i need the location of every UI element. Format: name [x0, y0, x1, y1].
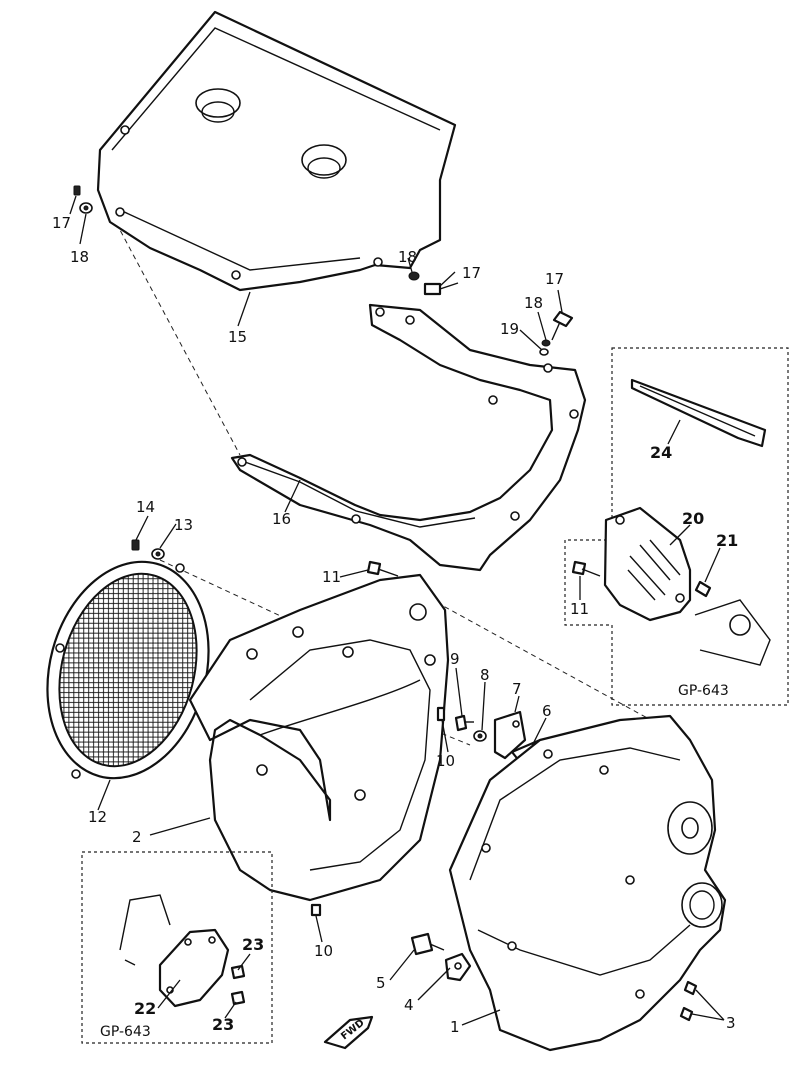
callout-17-mid: 17 [462, 264, 481, 282]
callout-8: 8 [480, 666, 490, 684]
callout-19: 19 [500, 320, 519, 338]
callout-5: 5 [376, 974, 386, 992]
callout-18-right: 18 [524, 294, 543, 312]
callout-labels: 17 18 15 18 17 17 18 19 16 24 20 21 11 G… [52, 214, 738, 1040]
callout-18-left: 18 [70, 248, 89, 266]
part-11-screw-right [571, 560, 601, 577]
washer-18-left [79, 202, 93, 214]
pin-10-lower [310, 903, 322, 917]
screw-17-right [551, 310, 574, 341]
callout-14: 14 [136, 498, 155, 516]
callout-18-mid: 18 [398, 248, 417, 266]
callout-11-right: 11 [570, 600, 589, 618]
callout-23-upper: 23 [242, 935, 264, 954]
washer-18-right [541, 339, 551, 347]
callout-10-lower: 10 [314, 942, 333, 960]
part-21-screw [694, 580, 712, 598]
callout-6: 6 [542, 702, 552, 720]
callout-20: 20 [682, 509, 704, 528]
callout-11-left: 11 [322, 568, 341, 586]
part-1-crankcase-cover [448, 714, 727, 1052]
screw-17-mid [423, 282, 459, 296]
callout-1: 1 [450, 1018, 460, 1036]
callout-16: 16 [272, 510, 291, 528]
pins-3 [679, 980, 698, 1022]
variant-box-left [81, 851, 273, 1044]
callout-7: 7 [512, 680, 522, 698]
part-12-mesh-screen [46, 560, 210, 780]
part-15-upper-shroud [96, 10, 457, 292]
part-22-cover-plate [119, 894, 230, 1008]
callout-21: 21 [716, 531, 738, 550]
variant-label-left: GP-643 [100, 1024, 151, 1040]
screw-23-lower [230, 990, 246, 1006]
washer-8 [473, 730, 487, 742]
screw-11-left [366, 560, 399, 577]
screw-14 [131, 539, 140, 551]
part-24-strip [630, 378, 767, 448]
bracket-7 [493, 710, 527, 760]
variant-box-right [564, 347, 789, 706]
callout-22: 22 [134, 999, 156, 1018]
part-20-guard [603, 506, 692, 622]
leader-lines [69, 195, 725, 1026]
pin-10-upper [436, 706, 446, 722]
callout-23-lower: 23 [212, 1015, 234, 1034]
variant-label-right: GP-643 [678, 683, 729, 699]
screw-17-left [73, 185, 81, 196]
bolt-9 [454, 714, 474, 732]
washer-18-mid [408, 271, 420, 281]
part-2-fan-shroud [188, 573, 450, 902]
callout-24: 24 [650, 443, 672, 462]
callout-15: 15 [228, 328, 247, 346]
callout-12: 12 [88, 808, 107, 826]
washer-13 [151, 548, 165, 560]
callout-3: 3 [726, 1014, 736, 1032]
callout-9: 9 [450, 650, 460, 668]
nut-19 [539, 348, 549, 356]
callout-2: 2 [132, 828, 142, 846]
part-16-lower-shroud [230, 303, 587, 572]
cover-fragment-right [694, 599, 771, 666]
bolt-5 [410, 932, 445, 956]
forward-direction-marker: FWD [323, 1015, 374, 1050]
callout-17-right: 17 [545, 270, 564, 288]
screw-23-upper [230, 964, 246, 980]
callout-17-left: 17 [52, 214, 71, 232]
callout-13: 13 [174, 516, 193, 534]
washer-4 [444, 952, 472, 982]
callout-10-upper: 10 [436, 752, 455, 770]
callout-4: 4 [404, 996, 414, 1014]
